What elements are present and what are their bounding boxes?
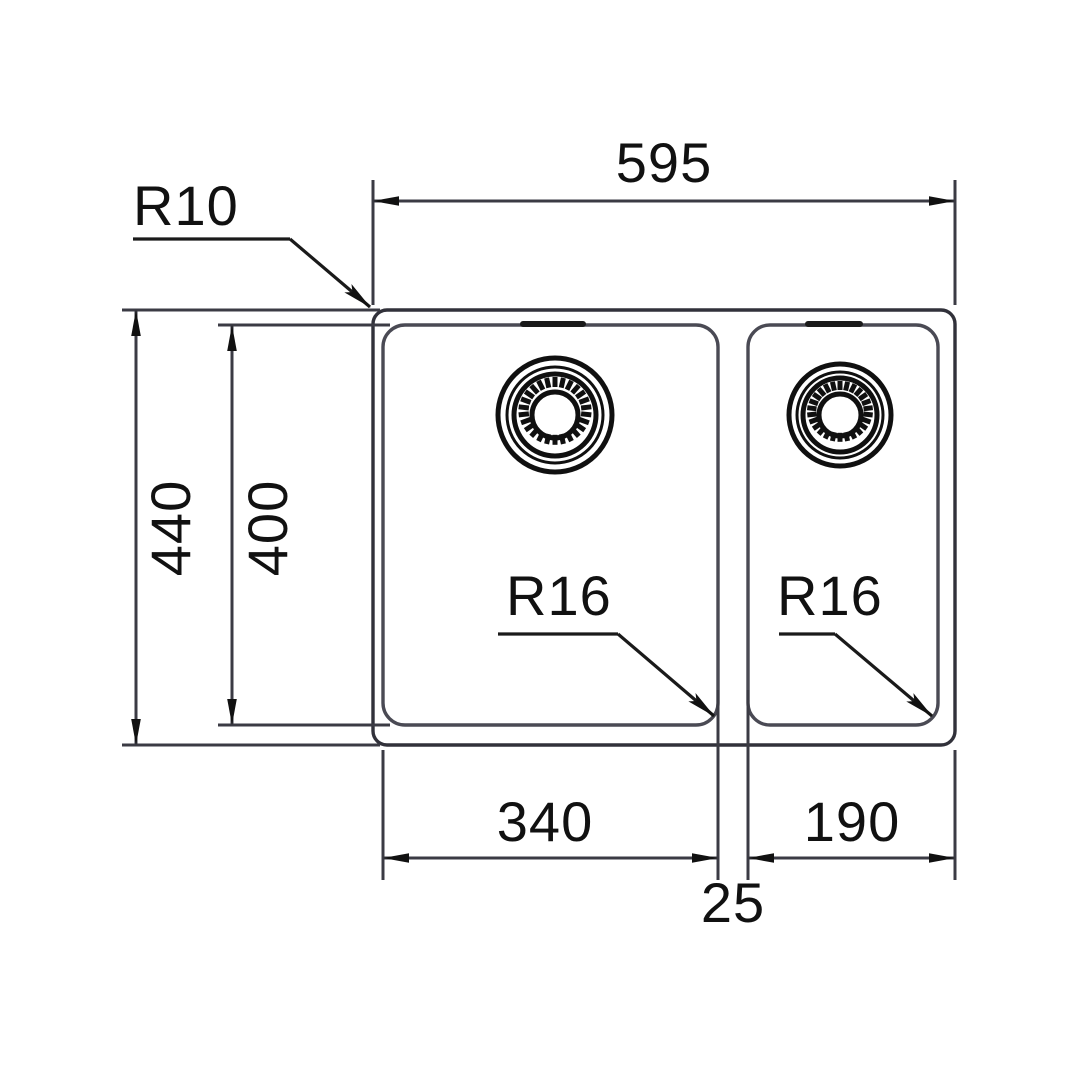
dimension-bowl-height: 400: [218, 323, 390, 727]
dimension-label-340: 340: [497, 790, 593, 853]
dimension-divider-width: 25: [701, 871, 765, 934]
dimension-left-bowl-width: 340: [383, 790, 718, 863]
dimension-right-bowl-width: 190: [748, 790, 955, 863]
dimension-overall-height: 440: [122, 308, 380, 747]
sink-outer-outline: [371, 308, 957, 747]
dimension-label-595: 595: [616, 131, 712, 194]
dimension-label-25: 25: [701, 871, 765, 934]
right-drain-slots: [807, 381, 873, 442]
right-bowl-outline: [746, 323, 940, 727]
left-drain-slots: [518, 377, 592, 445]
radius-callout-r16-left: R16: [498, 564, 716, 718]
radius-callout-r10: R10: [133, 174, 372, 309]
radius-callout-r16-right: R16: [777, 564, 934, 718]
left-bowl-drain: [495, 355, 615, 475]
dimension-bottom-group: 340 190 25: [381, 690, 957, 934]
right-bowl-overflow-slot: [805, 321, 863, 327]
right-bowl-drain: [786, 361, 894, 469]
radius-label-r10: R10: [133, 174, 239, 237]
dimension-overall-width: 595: [371, 131, 957, 305]
radius-label-r16-left: R16: [506, 564, 612, 627]
radius-label-r16-right: R16: [777, 564, 883, 627]
left-bowl-overflow-slot: [520, 321, 586, 327]
dimension-label-400: 400: [236, 480, 299, 576]
dimension-label-190: 190: [804, 790, 900, 853]
dimension-label-440: 440: [139, 480, 202, 576]
sink-body-group: [371, 308, 957, 747]
